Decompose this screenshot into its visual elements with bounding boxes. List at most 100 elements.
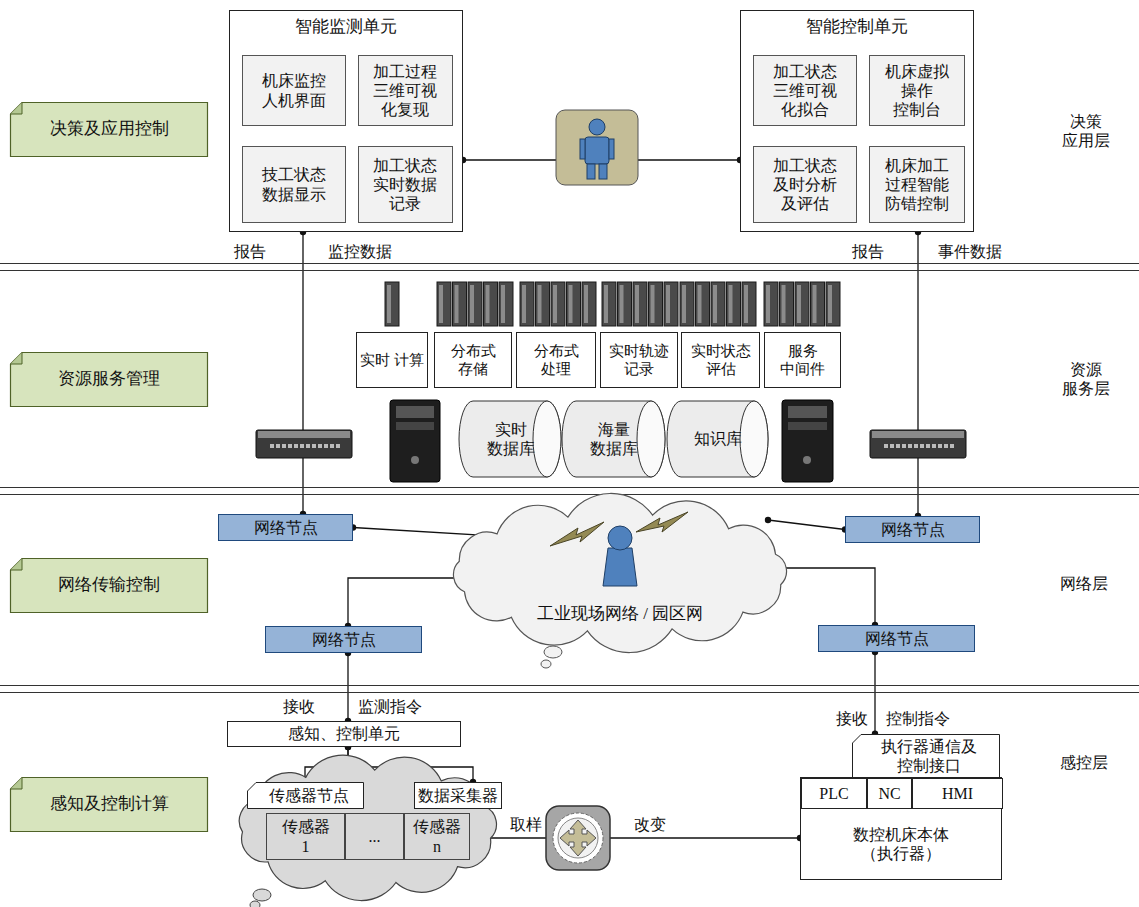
node-label: 网络节点 — [865, 629, 929, 648]
node-label: 网络节点 — [254, 518, 318, 537]
cell-box: HMI — [912, 778, 1003, 809]
connector — [768, 520, 845, 530]
flow-label: 控制指令 — [884, 709, 952, 728]
res-box: 分布式 处理 — [516, 332, 596, 388]
node-label: 决策及应用控制 — [50, 119, 169, 139]
node-label: 加工状态 及时分析 及评估 — [771, 156, 840, 214]
layer-tab — [11, 353, 208, 407]
node-label: 感知、控制单元 — [288, 724, 400, 743]
sensor-box: 传感器 n — [404, 813, 470, 860]
net-box: 网络节点 — [265, 626, 422, 653]
res-box: 实时轨迹 记录 — [600, 332, 678, 388]
tag-box: 传感器节点 — [247, 782, 364, 809]
cylinder-end — [740, 401, 768, 477]
node-label: 传感器 n — [411, 817, 462, 855]
connector — [917, 232, 918, 516]
connector — [470, 837, 800, 838]
sample-control-icon — [546, 806, 610, 870]
cloud-box: 工业现场网络 / 园区网 — [440, 498, 800, 648]
cloud-outline — [440, 498, 800, 648]
node-label: 实时状态 评估 — [688, 342, 754, 378]
connector — [347, 653, 348, 721]
flow-label: 事件数据 — [936, 242, 1004, 261]
node-label: NC — [878, 784, 900, 803]
layer-tab — [11, 559, 208, 613]
flow-label: 报告 — [850, 242, 886, 261]
green-box: 资源服务管理 — [10, 352, 208, 407]
database-cylinder — [667, 401, 768, 477]
sensor-cloud — [239, 755, 496, 907]
node-label: 技工状态 数据显示 — [260, 165, 329, 203]
node-label: 分布式 存储 — [440, 342, 506, 378]
network-cloud — [453, 493, 786, 652]
node-label: PLC — [819, 784, 848, 803]
res-box: 实时 计算 — [356, 332, 428, 388]
net-box: 网络节点 — [845, 516, 980, 543]
node-label: 加工过程 三维可视 化复现 — [371, 62, 440, 120]
wireless-node-icon — [550, 512, 688, 586]
server-rack — [385, 282, 840, 326]
node-label: 知识库 — [694, 429, 742, 448]
flow-label: 报告 — [232, 242, 268, 261]
node-label: ... — [369, 827, 381, 846]
green-box: 感知及控制计算 — [10, 777, 208, 832]
res-box: 实时状态 评估 — [681, 332, 760, 388]
node-label: 网络传输控制 — [58, 575, 160, 595]
node-label: 分布式 处理 — [523, 342, 589, 378]
tab-fold — [11, 103, 23, 115]
computer-tower — [390, 400, 833, 482]
database-cylinder — [562, 401, 665, 477]
tag-box: 执行器通信及 控制接口 — [852, 734, 1000, 778]
unit-box: 智能控制单元加工状态 三维可视 化拟合机床虚拟 操作 控制台加工状态 及时分析 … — [740, 10, 974, 232]
net-box: 网络节点 — [818, 625, 975, 652]
layer-tab — [11, 103, 208, 157]
node-label: 数控机床本体 （执行器） — [849, 825, 953, 863]
flow-label: 接收 — [834, 709, 870, 728]
cylinder-end — [533, 401, 561, 477]
box-box: 感知、控制单元 — [227, 721, 461, 747]
node-label: 服务 中间件 — [770, 342, 836, 378]
operator-icon — [556, 110, 638, 185]
layer-tab — [11, 778, 208, 832]
node-label: 加工状态 实时数据 记录 — [371, 156, 440, 214]
cell-box: PLC — [801, 778, 867, 809]
flow-label: 监测指令 — [356, 697, 424, 716]
cyl-outline — [459, 400, 562, 478]
sensor-box: ... — [345, 813, 404, 860]
node-label: 传感器节点 — [269, 786, 349, 805]
inner-box: 加工状态 三维可视 化拟合 — [753, 55, 857, 126]
inner-box: 机床虚拟 操作 控制台 — [869, 55, 965, 126]
node-label: HMI — [942, 784, 973, 803]
inner-box: 加工过程 三维可视 化复现 — [358, 55, 453, 126]
layer-name: 资源 服务层 — [1052, 360, 1120, 398]
layer-name: 感控层 — [1058, 753, 1110, 772]
node-label: 实时轨迹 记录 — [606, 342, 672, 378]
inner-box: 加工状态 实时数据 记录 — [358, 146, 453, 223]
flow-label: 改变 — [632, 815, 668, 834]
tab-fold — [11, 353, 23, 365]
res-box: 分布式 存储 — [434, 332, 512, 388]
layer-divider — [0, 264, 1139, 693]
inner-box: 机床监控 人机界面 — [242, 55, 346, 126]
mach-box: 数控机床本体 （执行器） PLC NC HMI — [800, 777, 1002, 880]
cell-box: NC — [867, 778, 912, 809]
node-label: 网络节点 — [881, 520, 945, 539]
node-label: 机床加工 过程智能 防错控制 — [883, 156, 952, 214]
tab-fold — [11, 559, 23, 571]
sensor-box: 传感器 1 — [266, 813, 345, 860]
inner-box: 加工状态 及时分析 及评估 — [753, 146, 857, 223]
inner-box: 机床加工 过程智能 防错控制 — [869, 146, 965, 223]
database-cylinder — [459, 401, 561, 477]
unit-box: 智能监测单元机床监控 人机界面加工过程 三维可视 化复现技工状态 数据显示 加工状… — [229, 10, 463, 232]
node-label: 加工状态 三维可视 化拟合 — [771, 62, 840, 120]
green-box: 网络传输控制 — [10, 558, 208, 613]
cyl-outline — [562, 400, 666, 478]
node-label: 感知及控制计算 — [50, 794, 169, 814]
node-label: 数据采集器 — [418, 786, 498, 805]
node-label: 工业现场网络 / 园区网 — [537, 604, 703, 624]
node-label: 智能监测单元 — [295, 17, 397, 37]
flow-label: 取样 — [508, 815, 544, 834]
layer-name: 网络层 — [1058, 574, 1110, 593]
green-box: 决策及应用控制 — [10, 102, 208, 157]
